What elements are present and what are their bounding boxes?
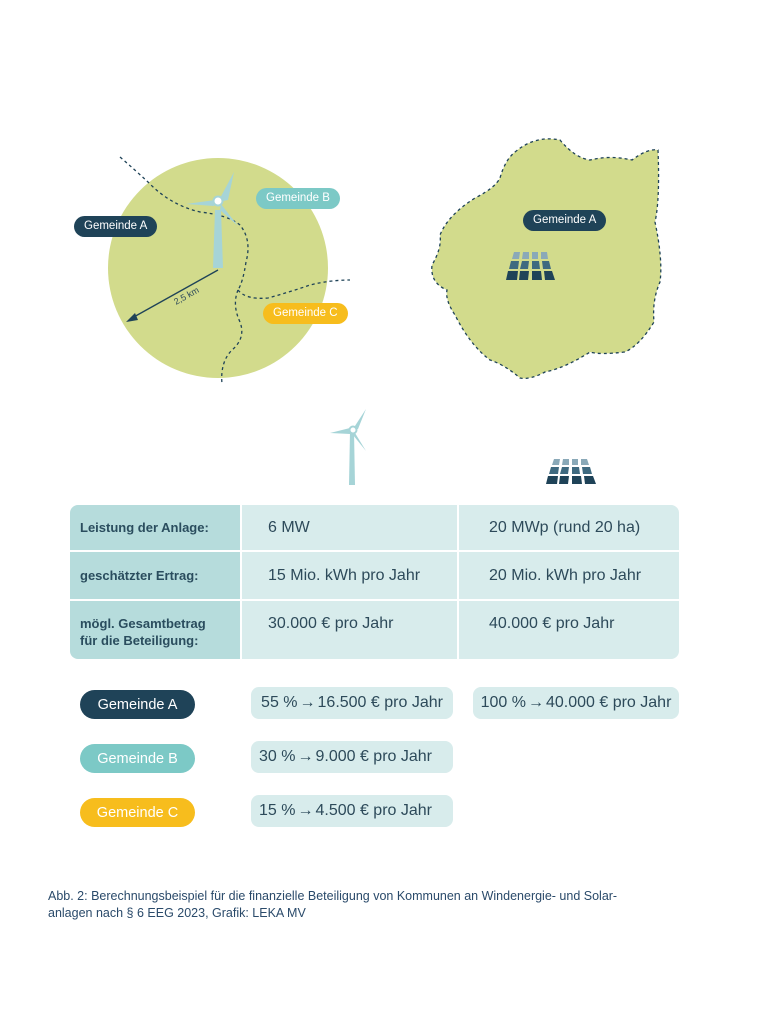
result-b-wind: 30 % → 9.000 € pro Jahr <box>251 741 453 773</box>
result-a-wind-pct: 55 % <box>261 694 298 711</box>
boundary-b-c <box>237 279 351 299</box>
row-label-gesamtbetrag: mögl. Gesamtbetrag für die Beteiligung: <box>70 601 240 659</box>
wind-turbine-icon <box>330 409 366 485</box>
comparison-table: Leistung der Anlage: 6 MW 20 MWp (rund 2… <box>70 505 679 659</box>
row-label-leistung: Leistung der Anlage: <box>70 505 240 550</box>
result-a-solar-pct: 100 % <box>480 694 526 711</box>
wind-ertrag: 15 Mio. kWh pro Jahr <box>242 552 457 599</box>
solar-leistung: 20 MWp (rund 20 ha) <box>459 505 679 550</box>
solar-map-gemeinde-a-label: Gemeinde A <box>523 210 607 231</box>
result-c-wind: 15 % → 4.500 € pro Jahr <box>251 795 453 827</box>
result-a-wind-amount: 16.500 € pro Jahr <box>317 694 443 711</box>
wind-turbine-icon <box>186 172 238 268</box>
result-b-wind-amount: 9.000 € pro Jahr <box>315 748 432 765</box>
result-a-wind: 55 % → 16.500 € pro Jahr <box>251 687 453 719</box>
wind-map-gemeinde-c-label: Gemeinde C <box>263 303 348 324</box>
result-gemeinde-b-pill: Gemeinde B <box>80 744 195 773</box>
boundary-a-b <box>119 156 249 291</box>
wind-map-gemeinde-b-label: Gemeinde B <box>256 188 340 209</box>
row-label-gesamtbetrag-line1: mögl. Gesamtbetrag <box>80 616 206 631</box>
boundary-a-c <box>221 289 243 385</box>
caption-line-1: Abb. 2: Berechnungsbeispiel für die fina… <box>48 889 618 903</box>
result-gemeinde-a-pill: Gemeinde A <box>80 690 195 719</box>
result-c-wind-amount: 4.500 € pro Jahr <box>315 802 432 819</box>
result-a-solar-amount: 40.000 € pro Jahr <box>545 694 672 711</box>
arrow-right-icon: → <box>527 694 544 711</box>
caption-line-2: anlagen nach § 6 EEG 2023, Grafik: LEKA … <box>48 906 306 920</box>
wind-leistung: 6 MW <box>242 505 457 550</box>
arrow-right-icon: → <box>297 802 314 819</box>
result-b-wind-pct: 30 % <box>259 748 296 765</box>
result-c-wind-pct: 15 % <box>259 802 296 819</box>
solar-gesamtbetrag: 40.000 € pro Jahr <box>459 601 679 659</box>
wind-gesamtbetrag: 30.000 € pro Jahr <box>242 601 457 659</box>
result-a-solar: 100 % → 40.000 € pro Jahr <box>473 687 679 719</box>
figure-caption: Abb. 2: Berechnungsbeispiel für die fina… <box>48 888 708 922</box>
solar-ertrag: 20 Mio. kWh pro Jahr <box>459 552 679 599</box>
radius-arrowhead <box>126 313 138 322</box>
row-label-gesamtbetrag-line2: für die Beteiligung: <box>80 633 199 648</box>
wind-map: 2,5 km <box>108 138 662 385</box>
radius-line <box>131 269 219 319</box>
solar-panel-icon <box>506 252 555 280</box>
wind-map-gemeinde-a-label: Gemeinde A <box>74 216 158 237</box>
arrow-right-icon: → <box>299 694 316 711</box>
row-label-ertrag: geschätzter Ertrag: <box>70 552 240 599</box>
result-gemeinde-c-pill: Gemeinde C <box>80 798 195 827</box>
solar-panel-icon <box>546 459 596 484</box>
arrow-right-icon: → <box>297 748 314 765</box>
